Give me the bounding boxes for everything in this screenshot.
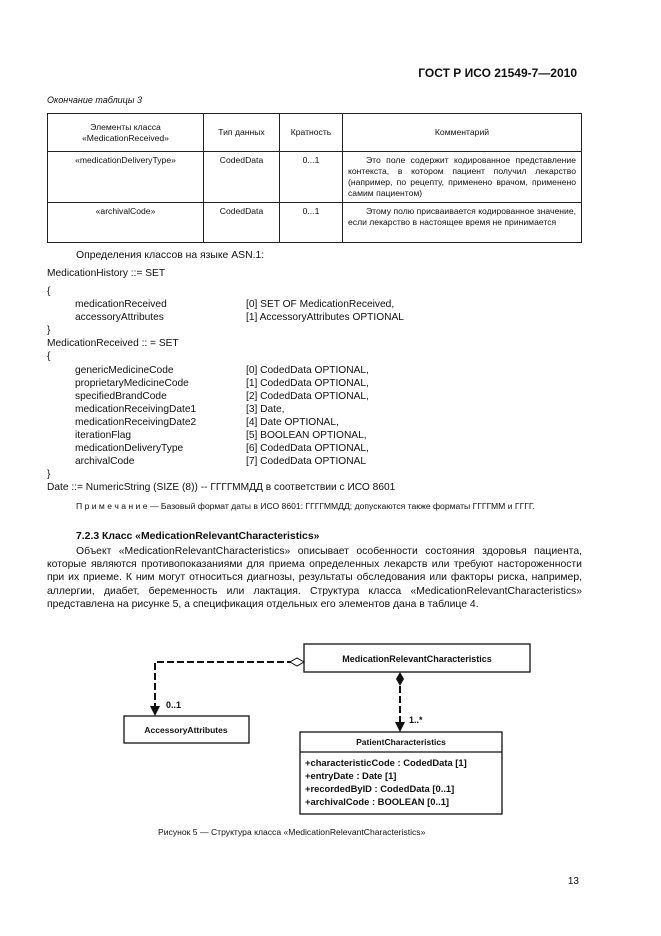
cell-multiplicity: 0...1 (279, 151, 343, 203)
comment-text: Этому полю присваивается кодированное зн… (348, 206, 576, 227)
asn-field-name: iterationFlag (75, 430, 132, 441)
asn-field-def: [4] Date OPTIONAL, (246, 417, 339, 428)
asn-field-def: [2] CodedData OPTIONAL, (246, 391, 369, 402)
cell-comment: Этому полю присваивается кодированное зн… (342, 202, 582, 243)
left-multiplicity: 0..1 (166, 700, 181, 710)
cell-element: «archivalCode» (47, 202, 204, 243)
arrow-down-icon (150, 706, 160, 716)
class-attribute: +characteristicCode : CodedData [1] (305, 757, 467, 768)
comment-text: Это поле содержит кодированное представл… (348, 155, 576, 198)
asn-mr-head: MedicationReceived :: = SET (47, 338, 179, 349)
main-class-name: MedicationRelevantCharacteristics (342, 654, 492, 664)
asn-field-def: [1] CodedData OPTIONAL, (246, 378, 369, 389)
table-row: «archivalCode» CodedData 0...1 Этому пол… (47, 202, 582, 243)
class-attribute: +archivalCode : BOOLEAN [0..1] (305, 796, 449, 807)
table-3: Элементы класса «MedicationReceived» Тип… (47, 113, 582, 243)
left-association-line (154, 661, 304, 712)
asn-field-name: specifiedBrandCode (75, 391, 167, 402)
asn-close-brace: } (47, 469, 51, 480)
page-number: 13 (567, 876, 579, 887)
asn-field-name: medicationReceivingDate2 (75, 417, 197, 428)
class-attribute: +entryDate : Date [1] (305, 770, 396, 781)
cell-comment: Это поле содержит кодированное представл… (342, 151, 582, 203)
col-header-comment: Комментарий (342, 113, 582, 152)
asn-field-def: [1] AccessoryAttributes OPTIONAL (246, 312, 404, 323)
asn-close-brace: } (47, 325, 51, 336)
asn-field-name: accessoryAttributes (75, 312, 164, 323)
bottom-class-name: PatientCharacteristics (356, 737, 446, 747)
main-class-box (303, 643, 531, 673)
asn-field-name: medicationDeliveryType (75, 443, 184, 454)
note: П р и м е ч а н и е — Базовый формат дат… (76, 501, 535, 511)
arrow-down-icon (395, 722, 405, 732)
asn-field-def: [3] Date, (246, 404, 285, 415)
asn-field-name: archivalCode (75, 456, 135, 467)
asn-field-def: [0] SET OF MedicationReceived, (246, 299, 395, 310)
asn-mh-head: MedicationHistory ::= SET (47, 268, 166, 279)
asn-field-name: medicationReceivingDate1 (75, 404, 197, 415)
col-header-type: Тип данных (203, 113, 280, 152)
figure-caption: Рисунок 5 — Структура класса «Medication… (158, 827, 426, 837)
asn-field-name: proprietaryMedicineCode (75, 378, 189, 389)
asn-field-name: medicationReceived (75, 299, 167, 310)
section-heading: 7.2.3 Класс «MedicationRelevantCharacter… (76, 531, 320, 542)
col-header-elements: Элементы класса «MedicationReceived» (47, 113, 204, 152)
asn-intro: Определения классов на языке ASN.1: (76, 250, 265, 261)
asn-field-name: genericMedicineCode (75, 365, 174, 376)
composition-diamond-icon (396, 672, 404, 686)
asn-field-def: [0] CodedData OPTIONAL, (246, 365, 369, 376)
document-id: ГОСТ Р ИСО 21549-7—2010 (418, 66, 577, 80)
bottom-class-box (299, 731, 503, 815)
asn-field-def: [6] CodedData OPTIONAL, (246, 443, 369, 454)
table-caption: Окончание таблицы 3 (47, 95, 142, 105)
bottom-multiplicity: 1..* (409, 715, 423, 725)
aggregation-diamond-icon (288, 657, 306, 667)
asn-date-def: Date ::= NumericString (SIZE (8)) -- ГГГ… (47, 482, 396, 493)
asn-open-brace: { (47, 286, 51, 297)
asn-open-brace: { (47, 351, 51, 362)
left-class-name: AccessoryAttributes (144, 725, 227, 735)
asn-field-def: [5] BOOLEAN OPTIONAL, (246, 430, 367, 441)
class-attribute: +recordedByID : CodedData [0..1] (305, 783, 454, 794)
section-body: Объект «MedicationRelevantCharacteristic… (47, 546, 582, 610)
asn-field-def: [7] CodedData OPTIONAL (246, 456, 367, 467)
table-row: «medicationDeliveryType» CodedData 0...1… (47, 151, 582, 203)
left-class-box (123, 715, 250, 744)
